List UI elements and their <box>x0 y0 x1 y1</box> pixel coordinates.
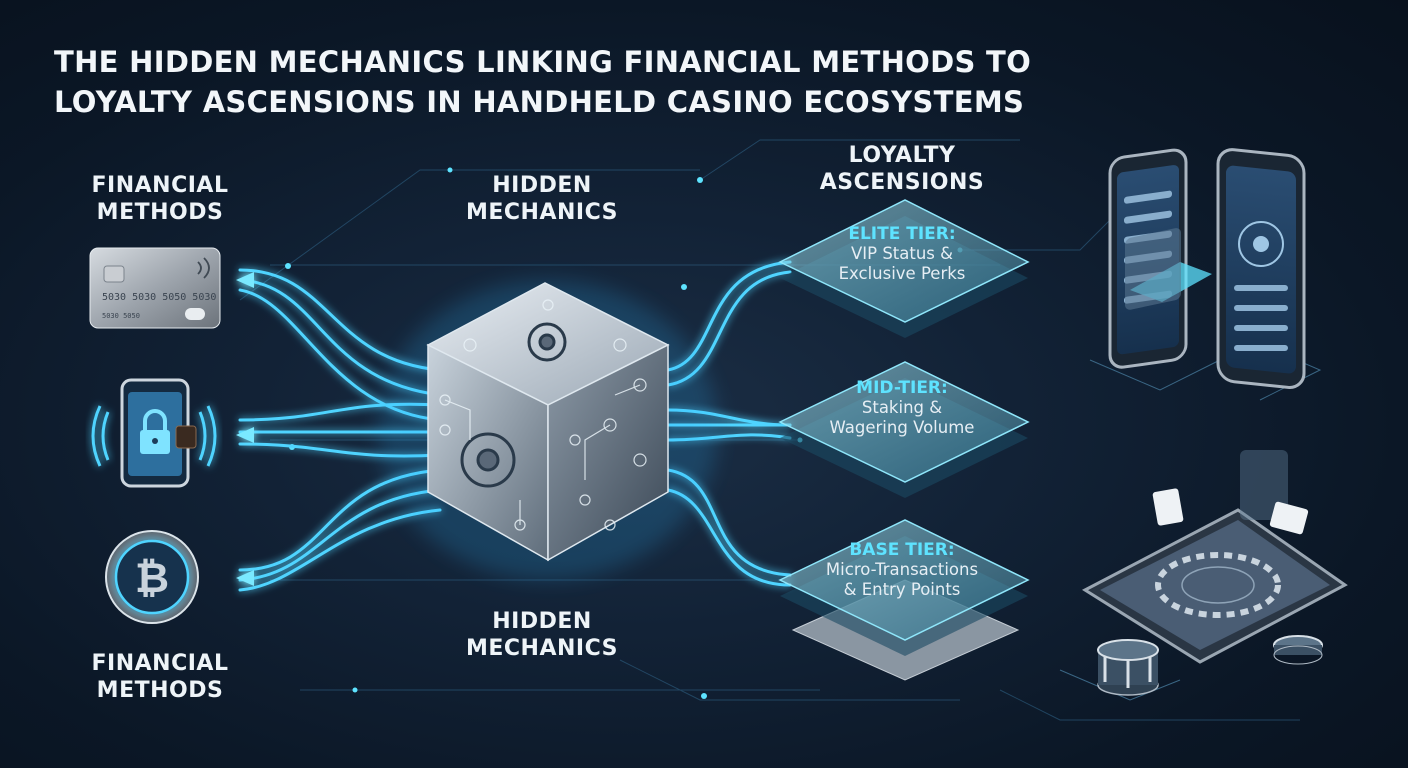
bitcoin-symbol: ₿ <box>135 553 169 602</box>
financial-methods-label-bottom: FINANCIAL METHODS <box>91 651 229 703</box>
tablet-icon <box>1059 508 1348 701</box>
card-holder: 5030 5050 <box>102 312 140 320</box>
smartphone-icon <box>1216 148 1306 389</box>
tier-stack <box>778 199 1030 681</box>
tier-name: MID-TIER: <box>856 378 948 398</box>
elite-tier-text: ELITE TIER: VIP Status & Exclusive Perks <box>772 224 1032 284</box>
tier-desc: Micro-Transactions <box>825 560 979 579</box>
flow-arrows-input <box>236 272 254 586</box>
card-number: 5030 5030 5050 5030 <box>102 292 216 303</box>
mid-tier-plate <box>778 361 1030 498</box>
playing-card-icon <box>1125 228 1309 535</box>
page-title: THE HIDDEN MECHANICS LINKING FINANCIAL M… <box>54 42 1054 122</box>
tier-desc: Staking & <box>861 398 943 417</box>
arrow-icon <box>236 570 254 586</box>
tier-desc: & Entry Points <box>843 580 961 599</box>
loyalty-ascensions-label: LOYALTY ASCENSIONS <box>819 143 985 195</box>
poker-chip-icon <box>1097 635 1323 696</box>
tier-desc: Wagering Volume <box>829 418 975 437</box>
elite-tier-plate <box>778 199 1030 338</box>
hidden-mechanics-cube <box>378 280 718 580</box>
tier-desc: VIP Status & <box>850 244 954 263</box>
tier-name: ELITE TIER: <box>848 224 956 244</box>
gear-icon <box>460 322 567 488</box>
mobile-wallet-lock-icon <box>91 378 217 488</box>
arrow-icon <box>236 272 254 288</box>
bitcoin-coin-icon: ₿ <box>105 530 199 624</box>
hidden-mechanics-label-bottom: HIDDEN MECHANICS <box>465 609 618 661</box>
base-tier-plate <box>778 519 1030 681</box>
mid-tier-text: MID-TIER: Staking & Wagering Volume <box>772 378 1032 438</box>
cube-right-face <box>547 343 669 562</box>
financial-methods-label-top: FINANCIAL METHODS <box>91 173 229 225</box>
tier-desc: Exclusive Perks <box>838 264 966 283</box>
tier-name: BASE TIER: <box>849 540 955 560</box>
hidden-mechanics-label-top: HIDDEN MECHANICS <box>465 173 618 225</box>
arrow-icon <box>236 427 254 443</box>
title-line-1: THE HIDDEN MECHANICS LINKING FINANCIAL M… <box>54 45 1032 79</box>
cube-circuit-icons <box>439 299 647 531</box>
base-tier-text: BASE TIER: Micro-Transactions & Entry Po… <box>772 540 1032 600</box>
title-line-2: LOYALTY ASCENSIONS IN HANDHELD CASINO EC… <box>54 85 1025 119</box>
credit-card-icon: 5030 5030 5050 5030 5030 5050 <box>89 247 221 329</box>
